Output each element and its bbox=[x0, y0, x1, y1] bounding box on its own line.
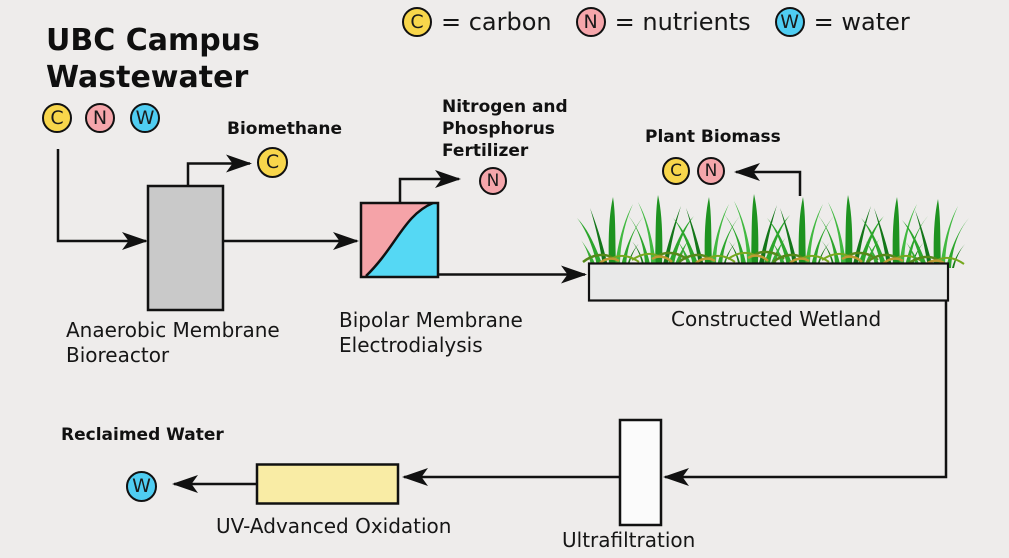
page-title: UBC Campus Wastewater bbox=[46, 23, 260, 95]
uv-oxidation-label: UV-Advanced Oxidation bbox=[216, 514, 452, 538]
source-water-token-icon: W bbox=[130, 103, 160, 133]
bipolar-electrodialysis-box bbox=[359, 201, 440, 279]
plant-biomass-nutrients-token-icon: N bbox=[697, 157, 725, 185]
legend: C = carbon N = nutrients W = water bbox=[402, 7, 910, 37]
arrow-plant-biomass bbox=[734, 163, 802, 196]
reclaimed-water-label: Reclaimed Water bbox=[61, 425, 224, 445]
arrow-feed-to-bioreactor bbox=[56, 149, 148, 250]
arrow-fertilizer bbox=[398, 170, 461, 204]
legend-item-carbon: C = carbon bbox=[402, 7, 552, 37]
nutrients-token-icon: N bbox=[575, 7, 606, 37]
anaerobic-bioreactor-box bbox=[146, 184, 225, 312]
grass-illustration bbox=[575, 192, 971, 270]
arrow-biomethane bbox=[186, 154, 252, 187]
legend-label-water: = water bbox=[813, 8, 910, 36]
water-token-icon: W bbox=[774, 7, 805, 37]
legend-item-water: W = water bbox=[774, 7, 910, 37]
carbon-token-icon: C bbox=[402, 7, 432, 37]
plant-biomass-carbon-token-icon: C bbox=[662, 157, 690, 185]
legend-item-nutrients: N = nutrients bbox=[575, 7, 751, 37]
legend-label-nutrients: = nutrients bbox=[614, 8, 751, 36]
anaerobic-bioreactor-label: Anaerobic Membrane Bioreactor bbox=[66, 318, 280, 367]
constructed-wetland-label: Constructed Wetland bbox=[671, 307, 882, 331]
source-nutrients-token-icon: N bbox=[85, 103, 115, 133]
bipolar-electrodialysis-label: Bipolar Membrane Electrodialysis bbox=[339, 308, 523, 357]
reclaimed-water-token-icon: W bbox=[126, 471, 157, 502]
biomethane-label: Biomethane bbox=[227, 119, 343, 139]
fertilizer-nutrients-token-icon: N bbox=[479, 167, 507, 195]
source-carbon-token-icon: C bbox=[42, 103, 72, 133]
ultrafiltration-box bbox=[618, 418, 663, 527]
plant-biomass-label: Plant Biomass bbox=[645, 127, 781, 147]
legend-label-carbon: = carbon bbox=[441, 8, 552, 36]
uv-oxidation-box bbox=[255, 463, 400, 505]
biomethane-carbon-token-icon: C bbox=[257, 147, 288, 178]
constructed-wetland-platform bbox=[587, 262, 950, 302]
ultrafiltration-label: Ultrafiltration bbox=[562, 528, 696, 552]
flow-arrows bbox=[56, 149, 948, 493]
fertilizer-label: Nitrogen and Phosphorus Fertilizer bbox=[442, 97, 568, 161]
arrow-wetland-to-ultrafiltration bbox=[663, 301, 948, 486]
